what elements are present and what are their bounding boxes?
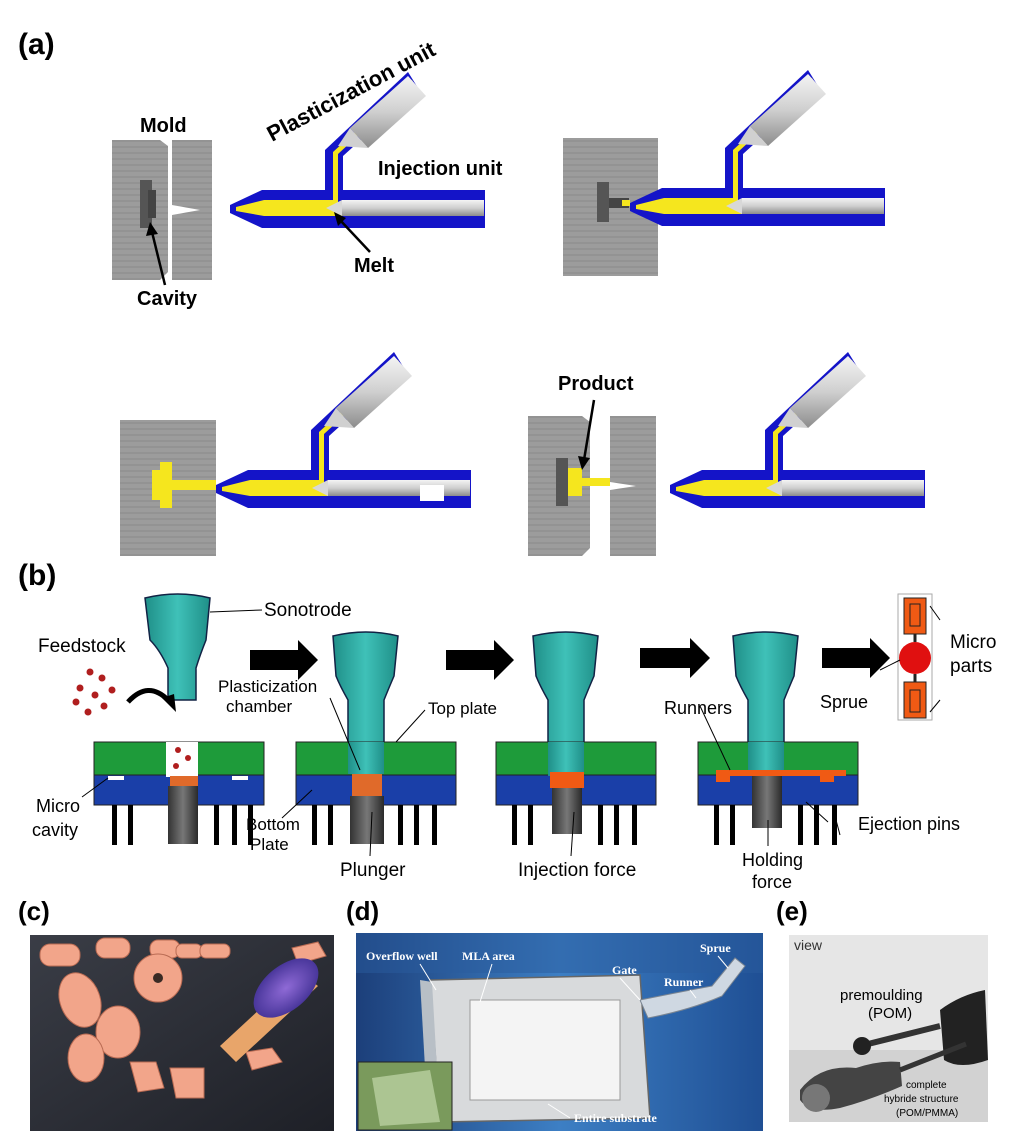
mla-area-label: MLA area (462, 949, 515, 963)
mla-area (469, 999, 621, 1101)
panel-b-step-2 (295, 631, 457, 845)
mold-label: Mold (140, 115, 187, 137)
gate-label: Gate (612, 963, 637, 977)
ejection-pins-label: Ejection pins (858, 814, 960, 834)
runner-sprue (639, 957, 746, 1019)
panel-a-step-3 (120, 352, 471, 556)
panel-b-step-3 (495, 631, 657, 845)
plasticization-chamber-label-2: chamber (226, 697, 292, 716)
premoulding-label-1: premoulding (840, 987, 923, 1004)
panel-d-photo (356, 933, 763, 1131)
panel-a-step-2 (563, 70, 885, 276)
melt-label: Melt (354, 255, 394, 277)
product-label: Product (558, 373, 634, 395)
sprue-photo-label: Sprue (700, 941, 731, 955)
panel-d-leaders (419, 955, 729, 1119)
micro-cavity-label-1: Micro (36, 796, 80, 816)
mold-right-half (172, 140, 212, 280)
runners-shape (716, 770, 846, 776)
plunger-label: Plunger (340, 860, 406, 881)
premoulding-label-2: (POM) (868, 1005, 912, 1022)
product-part (568, 468, 582, 496)
runners-label: Runners (664, 698, 732, 718)
feedstock-label: Feedstock (38, 636, 126, 657)
complete-structure-label-2: hybride structure (884, 1094, 959, 1105)
bottom-plate-label-2: Plate (250, 835, 289, 854)
cavity-arrow (150, 231, 167, 286)
panel-b-label: (b) (18, 559, 56, 592)
micro-cavity-label-2: cavity (32, 820, 78, 840)
cavity-label: Cavity (137, 288, 198, 310)
micro-parts (897, 593, 933, 721)
injection-force-label: Injection force (518, 860, 636, 881)
micro-parts-label-2: parts (950, 656, 992, 677)
holding-force-label-1: Holding (742, 850, 803, 870)
panel-e-photo (789, 935, 988, 1122)
panel-a-step-4 (528, 352, 925, 556)
process-arrows (250, 638, 890, 680)
plunger (168, 786, 198, 844)
panel-a-label: (a) (18, 28, 55, 61)
melt-arrow (339, 219, 371, 253)
injection-unit-label: Injection unit (378, 158, 503, 180)
micro-parts-label-1: Micro (950, 632, 996, 653)
panel-b-step-1 (72, 593, 265, 845)
sonotrode-label: Sonotrode (264, 600, 352, 621)
panel-c-label: (c) (18, 896, 50, 926)
panel-c-photo (30, 935, 334, 1131)
feed-arrow (126, 688, 170, 704)
runner-label: Runner (664, 975, 704, 989)
sprue-label: Sprue (820, 692, 868, 712)
feedstock-pellets (72, 668, 191, 769)
entire-substrate-label: Entire substrate (574, 1111, 657, 1125)
top-plate-label: Top plate (428, 699, 497, 718)
complete-structure-label-3: (POM/PMMA) (896, 1108, 958, 1119)
product-arrow (582, 399, 596, 461)
panel-d-label: (d) (346, 896, 379, 926)
complete-structure-label-1: complete (906, 1080, 947, 1091)
view-label: view (794, 937, 823, 953)
panel-b-step-4 (697, 631, 859, 845)
plasticization-chamber-label-1: Plasticization (218, 677, 317, 696)
sonotrode (144, 593, 211, 701)
panel-e-label: (e) (776, 896, 808, 926)
holding-force-label-2: force (752, 872, 792, 892)
panel-b-leaders (81, 605, 941, 857)
overflow-well-label: Overflow well (366, 949, 438, 963)
bottom-plate-label-1: Bottom (246, 815, 300, 834)
